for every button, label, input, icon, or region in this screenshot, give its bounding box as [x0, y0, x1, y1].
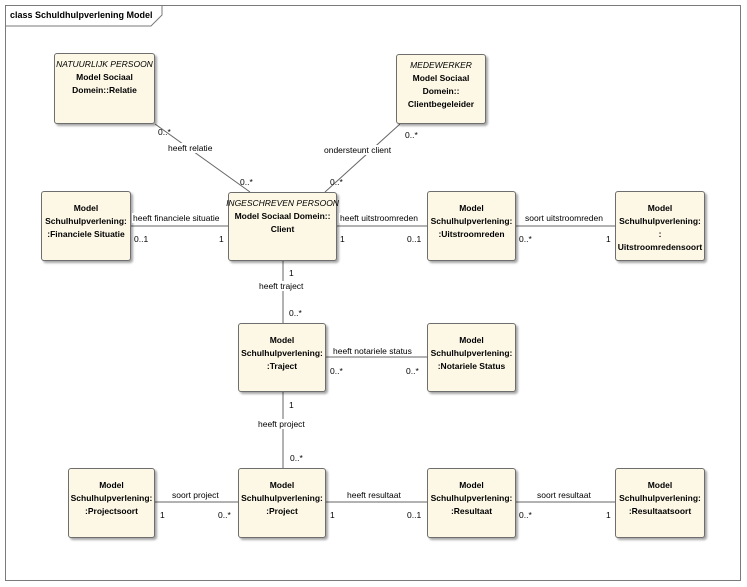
association-label-soort-project: soort project [171, 490, 220, 500]
class-name-line: :Traject [266, 361, 298, 371]
class-uitstroomredensoort[interactable]: Model Schulhulpverlening: : Uitstroomred… [615, 191, 705, 261]
class-name-line: Schulhulpverlening: [619, 216, 701, 226]
class-traject[interactable]: Model Schulhulpverlening: :Traject [238, 323, 326, 392]
association-label-heeft-traject: heeft traject [258, 281, 305, 291]
multiplicity-traject-end: 1 [289, 400, 294, 410]
class-name-line: Model [459, 203, 484, 213]
class-natuurlijk-persoon[interactable]: NATUURLIJK PERSOON Model Sociaal Domein:… [54, 53, 155, 124]
class-name-line: : [658, 229, 662, 239]
class-name-line: Model [459, 335, 484, 345]
class-name-line: Schulhulpverlening: [45, 216, 127, 226]
multiplicity-project-end: 0..* [218, 510, 231, 520]
association-label-heeft-project: heeft project [257, 419, 306, 429]
class-name-line: Schulhulpverlening: [241, 493, 323, 503]
class-name-line: :Notariele Status [437, 361, 506, 371]
association-label-heeft-resultaat: heeft resultaat [346, 490, 402, 500]
class-name-line: :Project [266, 506, 298, 516]
class-name-line: Domein:: [422, 86, 460, 96]
class-name-line: Schulhulpverlening: [430, 348, 513, 358]
class-name-line: Schulhulpverlening: [619, 493, 701, 503]
class-name-line: Clientbegeleider [407, 99, 475, 109]
multiplicity-uitstroomredensoort-end: 1 [606, 234, 611, 244]
diagram-title: class Schuldhulpverlening Model [10, 10, 153, 20]
diagram-frame [5, 5, 741, 581]
class-name-line: Schulhulpverlening: [430, 493, 513, 503]
class-uitstroomreden[interactable]: Model Schulhulpverlening: :Uitstroomrede… [427, 191, 516, 261]
class-name-line: Domein::Relatie [72, 85, 137, 95]
multiplicity-relatie-end: 0..* [158, 127, 171, 137]
multiplicity-client-end: 1 [289, 268, 294, 278]
class-name-line: Model [647, 480, 673, 490]
class-name-line: Model Sociaal [412, 73, 470, 83]
multiplicity-uitstroomreden-end: 0..* [519, 234, 532, 244]
class-name-line: Client [270, 224, 295, 234]
association-label-soort-resultaat: soort resultaat [536, 490, 592, 500]
class-resultaatsoort[interactable]: Model Schulhulpverlening: :Resultaatsoor… [615, 468, 705, 538]
association-label-heeft-financiele-situatie: heeft financiele situatie [132, 213, 221, 223]
stereotype-label: INGESCHREVEN PERSOON [226, 198, 339, 208]
class-project[interactable]: Model Schulhulpverlening: :Project [238, 468, 326, 538]
association-label-heeft-relatie: heeft relatie [167, 143, 214, 153]
class-name-line: Model [647, 203, 673, 213]
association-label-soort-uitstroomreden: soort uitstroomreden [524, 213, 604, 223]
class-client[interactable]: INGESCHREVEN PERSOON Model Sociaal Domei… [226, 192, 339, 261]
class-name-line: Uitstroomredensoort [617, 242, 703, 252]
multiplicity-client-end: 0..* [330, 177, 343, 187]
class-name-line: :Financiele Situatie [47, 229, 125, 239]
multiplicity-client-end: 1 [219, 234, 224, 244]
multiplicity-traject-end: 0..* [330, 366, 343, 376]
class-name-line: Model [269, 480, 295, 490]
class-name-line: Model Sociaal [76, 72, 133, 82]
multiplicity-resultaat-end: 0..* [519, 510, 532, 520]
line-ondersteunt-client [324, 123, 401, 193]
stereotype-label: MEDEWERKER [410, 60, 472, 70]
multiplicity-uitstroomreden-end: 0..1 [407, 234, 422, 244]
class-name-line: :Resultaat [450, 506, 493, 516]
class-name-line: :Resultaatsoort [628, 506, 692, 516]
multiplicity-project-end: 1 [330, 510, 335, 520]
class-name-line: :Projectsoort [85, 506, 138, 516]
multiplicity-client-end: 0..* [240, 177, 253, 187]
multiplicity-resultaat-end: 0..1 [407, 510, 422, 520]
multiplicity-financiele-situatie-end: 0..1 [134, 234, 149, 244]
multiplicity-projectsoort-end: 1 [160, 510, 165, 520]
multiplicity-resultaatsoort-end: 1 [606, 510, 611, 520]
class-name-line: Model [459, 480, 484, 490]
class-resultaat[interactable]: Model Schulhulpverlening: :Resultaat [427, 468, 516, 538]
class-financiele-situatie[interactable]: Model Schulhulpverlening: :Financiele Si… [41, 191, 131, 261]
class-name-line: Model Sociaal Domein:: [234, 211, 331, 221]
class-medewerker[interactable]: MEDEWERKER Model Sociaal Domein:: Client… [396, 54, 486, 124]
class-name-line: Model [269, 335, 295, 345]
class-projectsoort[interactable]: Model Schulhulpverlening: :Projectsoort [68, 468, 155, 538]
multiplicity-notariele-status-end: 0..* [406, 366, 419, 376]
multiplicity-project-end: 0..* [290, 453, 303, 463]
association-label-ondersteunt-client: ondersteunt client [323, 145, 393, 155]
class-name-line: Schulhulpverlening: [70, 493, 153, 503]
multiplicity-client-end: 1 [340, 234, 345, 244]
class-name-line: Schulhulpverlening: [430, 216, 513, 226]
multiplicity-traject-end: 0..* [289, 308, 302, 318]
class-name-line: Schulhulpverlening: [241, 348, 323, 358]
frame-tab-outline [5, 5, 163, 27]
stereotype-label: NATUURLIJK PERSOON [56, 59, 153, 69]
line-heeft-relatie [154, 123, 251, 193]
class-name-line: :Uitstroomreden [438, 229, 505, 239]
association-label-heeft-notariele-status: heeft notariele status [332, 346, 413, 356]
class-name-line: Model [73, 203, 99, 213]
association-label-heeft-uitstroomreden: heeft uitstroomreden [339, 213, 419, 223]
class-name-line: Model [99, 480, 124, 490]
class-notariele-status[interactable]: Model Schulhulpverlening: :Notariele Sta… [427, 323, 516, 392]
multiplicity-clientbegeleider-end: 0..* [405, 130, 418, 140]
